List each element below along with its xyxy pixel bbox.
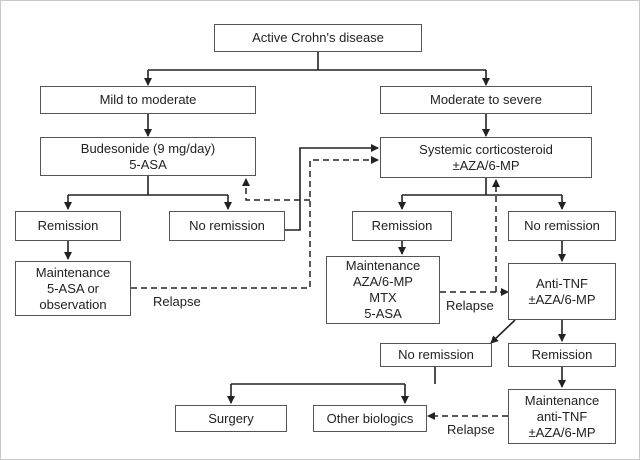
node-no-remission-low: No remission [380,343,492,367]
node-text: Maintenance [35,264,111,280]
node-text: Mild to moderate [99,92,197,107]
node-text: ±AZA/6-MP [528,424,596,440]
node-text: 5-ASA [129,156,167,172]
node-text: No remission [524,218,600,233]
node-text: MTX [369,290,397,305]
node-text: observation [39,296,107,312]
node-text: anti-TNF [536,408,588,424]
node-remission-low: Remission [508,343,616,367]
node-maintenance-left: Maintenance 5-ASA or observation [15,261,131,316]
node-text: Remission [37,218,99,233]
node-mild-to-moderate: Mild to moderate [40,86,256,114]
node-surgery: Surgery [175,405,287,432]
node-text: Anti-TNF [536,275,588,291]
node-text: Surgery [208,410,254,426]
node-text: Remission [371,218,433,233]
edge-anti-tnf-to-no-remission-low [490,319,516,344]
edge-relapse-left [131,156,379,289]
node-text: 5-ASA or [46,280,100,296]
node-remission-left: Remission [15,211,121,241]
node-no-remission-left: No remission [169,211,285,241]
node-budesonide: Budesonide (9 mg/day) 5-ASA [40,137,256,176]
relapse-label-left: Relapse [153,294,201,309]
node-text: ±AZA/6-MP [528,291,596,307]
node-remission-mid: Remission [352,211,452,241]
node-text: Budesonide (9 mg/day) [80,140,216,156]
node-anti-tnf: Anti-TNF ±AZA/6-MP [508,263,616,320]
relapse-label-bottom: Relapse [447,422,495,437]
node-text: ±AZA/6-MP [452,157,520,173]
node-text: Maintenance [345,258,421,273]
node-text: Other biologics [326,410,414,426]
node-text: No remission [398,347,474,362]
node-text: Active Crohn's disease [252,30,384,45]
node-text: AZA/6-MP [353,274,413,289]
node-text: Systemic corticosteroid [419,141,553,157]
node-text: 5-ASA [364,306,402,321]
node-active-crohns: Active Crohn's disease [214,24,422,52]
node-other-biologics: Other biologics [313,405,427,432]
node-moderate-to-severe: Moderate to severe [380,86,592,114]
edge-no-remission-to-steroid [285,144,379,231]
node-no-remission-right: No remission [508,211,616,241]
node-text: Moderate to severe [429,92,542,107]
edge-relapse-to-budesonide [242,178,310,201]
node-maintenance-right: Maintenance anti-TNF ±AZA/6-MP [508,389,616,444]
node-maintenance-mid: Maintenance AZA/6-MP MTX 5-ASA [326,256,440,324]
node-text: Maintenance [524,392,600,408]
node-text: Remission [531,347,593,362]
node-text: No remission [189,218,265,233]
node-systemic-corticosteroid: Systemic corticosteroid ±AZA/6-MP [380,137,592,178]
relapse-label-mid: Relapse [446,298,494,313]
